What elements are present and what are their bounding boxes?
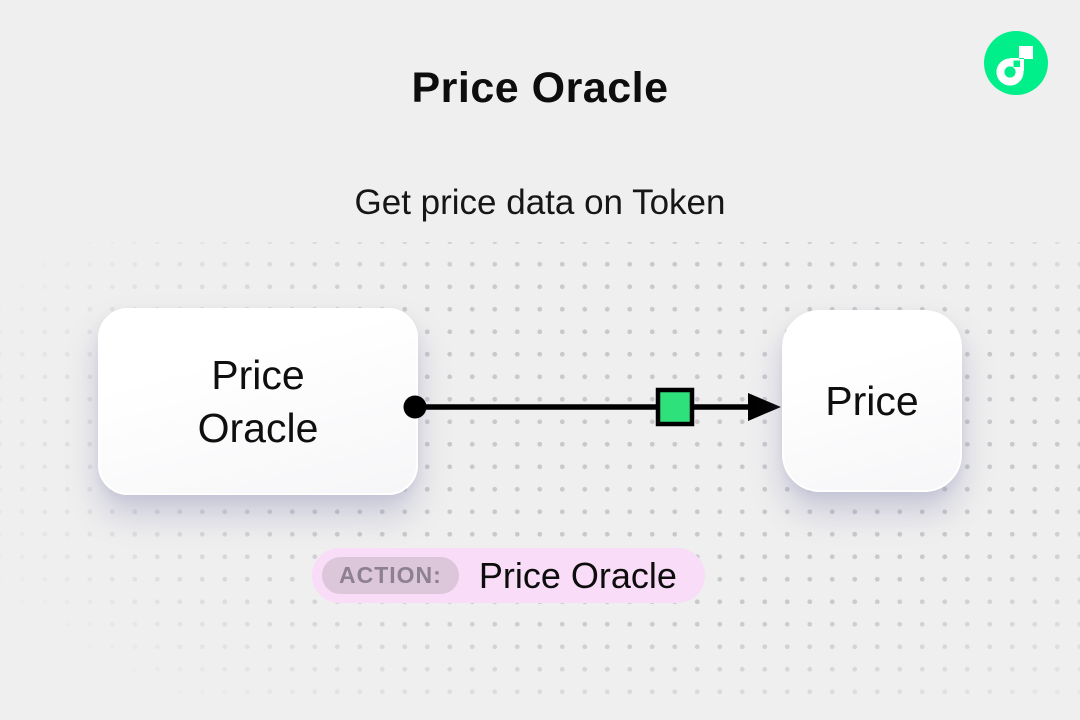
action-value: Price Oracle	[478, 554, 677, 596]
page-title: Price Oracle	[411, 64, 669, 112]
node-price-oracle: Price Oracle	[98, 308, 418, 495]
flow-logo-icon	[984, 31, 1048, 95]
node-price-label: Price	[825, 377, 919, 424]
connector-arrow	[403, 387, 781, 427]
page-subtitle: Get price data on Token	[354, 183, 726, 222]
action-label: ACTION:	[339, 562, 442, 588]
connector-marker-square	[655, 387, 695, 427]
action-label-pill: ACTION:	[322, 557, 459, 594]
node-price-oracle-label: Price Oracle	[197, 351, 319, 451]
node-price: Price	[782, 310, 962, 492]
action-badge: ACTION: Price Oracle	[312, 548, 705, 603]
arrowhead-icon	[748, 393, 781, 421]
